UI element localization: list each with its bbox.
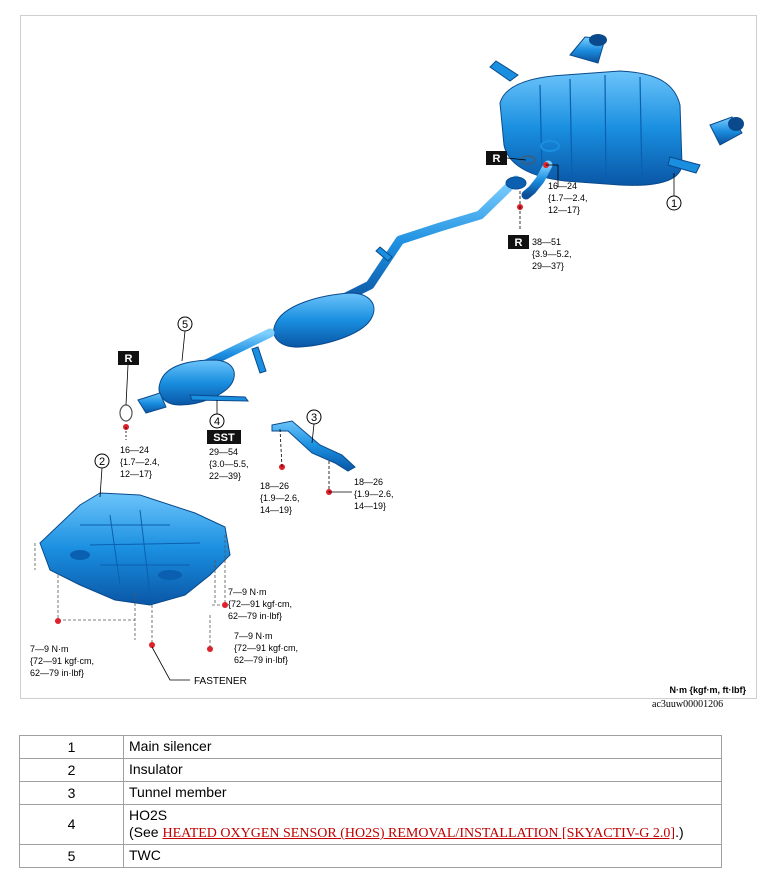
torque-tunnel-left: 18—26 {1.9—2.6, 14—19} [260,481,302,515]
part-name: TWC [123,844,722,868]
ho2s-sensor [189,394,250,402]
r-badge-silencer-bottom-text: R [515,237,523,249]
part-name-cell: HO2S (See HEATED OXYGEN SENSOR (HO2S) RE… [123,804,722,845]
tunnel-member [271,420,356,495]
callout-2: 2 [99,456,105,468]
torque-tunnel-right: 18—26 {1.9—2.6, 14—19} [354,477,396,511]
see-suffix: .) [675,824,684,840]
table-row: 4 HO2S (See HEATED OXYGEN SENSOR (HO2S) … [19,804,722,845]
table-row: 2 Insulator [19,758,722,782]
torque-silencer-lower: 38—51 {3.9—5.2, 29—37} [532,237,574,271]
torque-twc-flange: 16—24 {1.7—2.4, 12—17} [120,445,162,479]
r-badge-twc [118,351,139,365]
torque-silencer-upper: 16—24 {1.7—2.4, 12—17} [548,181,590,215]
ho2s-procedure-link[interactable]: HEATED OXYGEN SENSOR (HO2S) REMOVAL/INST… [162,826,676,841]
part-name: Tunnel member [123,781,722,805]
callout-1: 1 [671,198,677,210]
silencer-flange-upper [520,140,560,187]
table-row: 1 Main silencer [19,735,722,759]
callout-5: 5 [182,319,188,331]
part-number: 1 [19,735,124,759]
callout-4: 4 [214,416,220,428]
torque-insulator-right-upper: 7—9 N·m {72—91 kgf·cm, 62—79 in·lbf} [228,587,295,621]
see-prefix: (See [129,824,163,840]
table-row: 3 Tunnel member [19,781,722,805]
exhaust-system-diagram: 1 R 16—24 {1.7—2.4, 12—17} R 38—51 {3.9—… [30,34,747,695]
r-badge-silencer-top [486,151,507,165]
see-reference: (See HEATED OXYGEN SENSOR (HO2S) REMOVAL… [129,824,716,842]
torque-insulator-right-lower: 7—9 N·m {72—91 kgf·cm, 62—79 in·lbf} [234,631,301,665]
figure-code: ac3uuw00001206 [652,699,724,710]
part-number: 3 [19,781,124,805]
part-name: HO2S [129,807,168,823]
sst-badge-text: SST [213,432,235,444]
units-note: N·m {kgf·m, ft·lbf} [670,685,747,695]
r-badge-silencer-bottom [508,235,529,249]
r-badge-silencer-top-text: R [493,153,501,165]
fastener-label: FASTENER [194,676,247,687]
exhaust-pipe [175,175,527,380]
part-number: 2 [19,758,124,782]
twc-catalyst [119,359,235,430]
insulator [34,492,231,652]
torque-ho2s: 29—54 {3.0—5.5, 22—39} [209,447,251,481]
r-badge-twc-text: R [125,353,133,365]
part-name: Main silencer [123,735,722,759]
torque-insulator-left: 7—9 N·m {72—91 kgf·cm, 62—79 in·lbf} [30,644,97,678]
part-number: 4 [19,804,124,845]
main-silencer [489,34,744,200]
table-row: 5 TWC [19,844,722,868]
parts-table: 1 Main silencer 2 Insulator 3 Tunnel mem… [19,735,722,868]
part-name: Insulator [123,758,722,782]
part-number: 5 [19,844,124,868]
sst-badge [207,430,241,444]
callout-3: 3 [311,412,317,424]
